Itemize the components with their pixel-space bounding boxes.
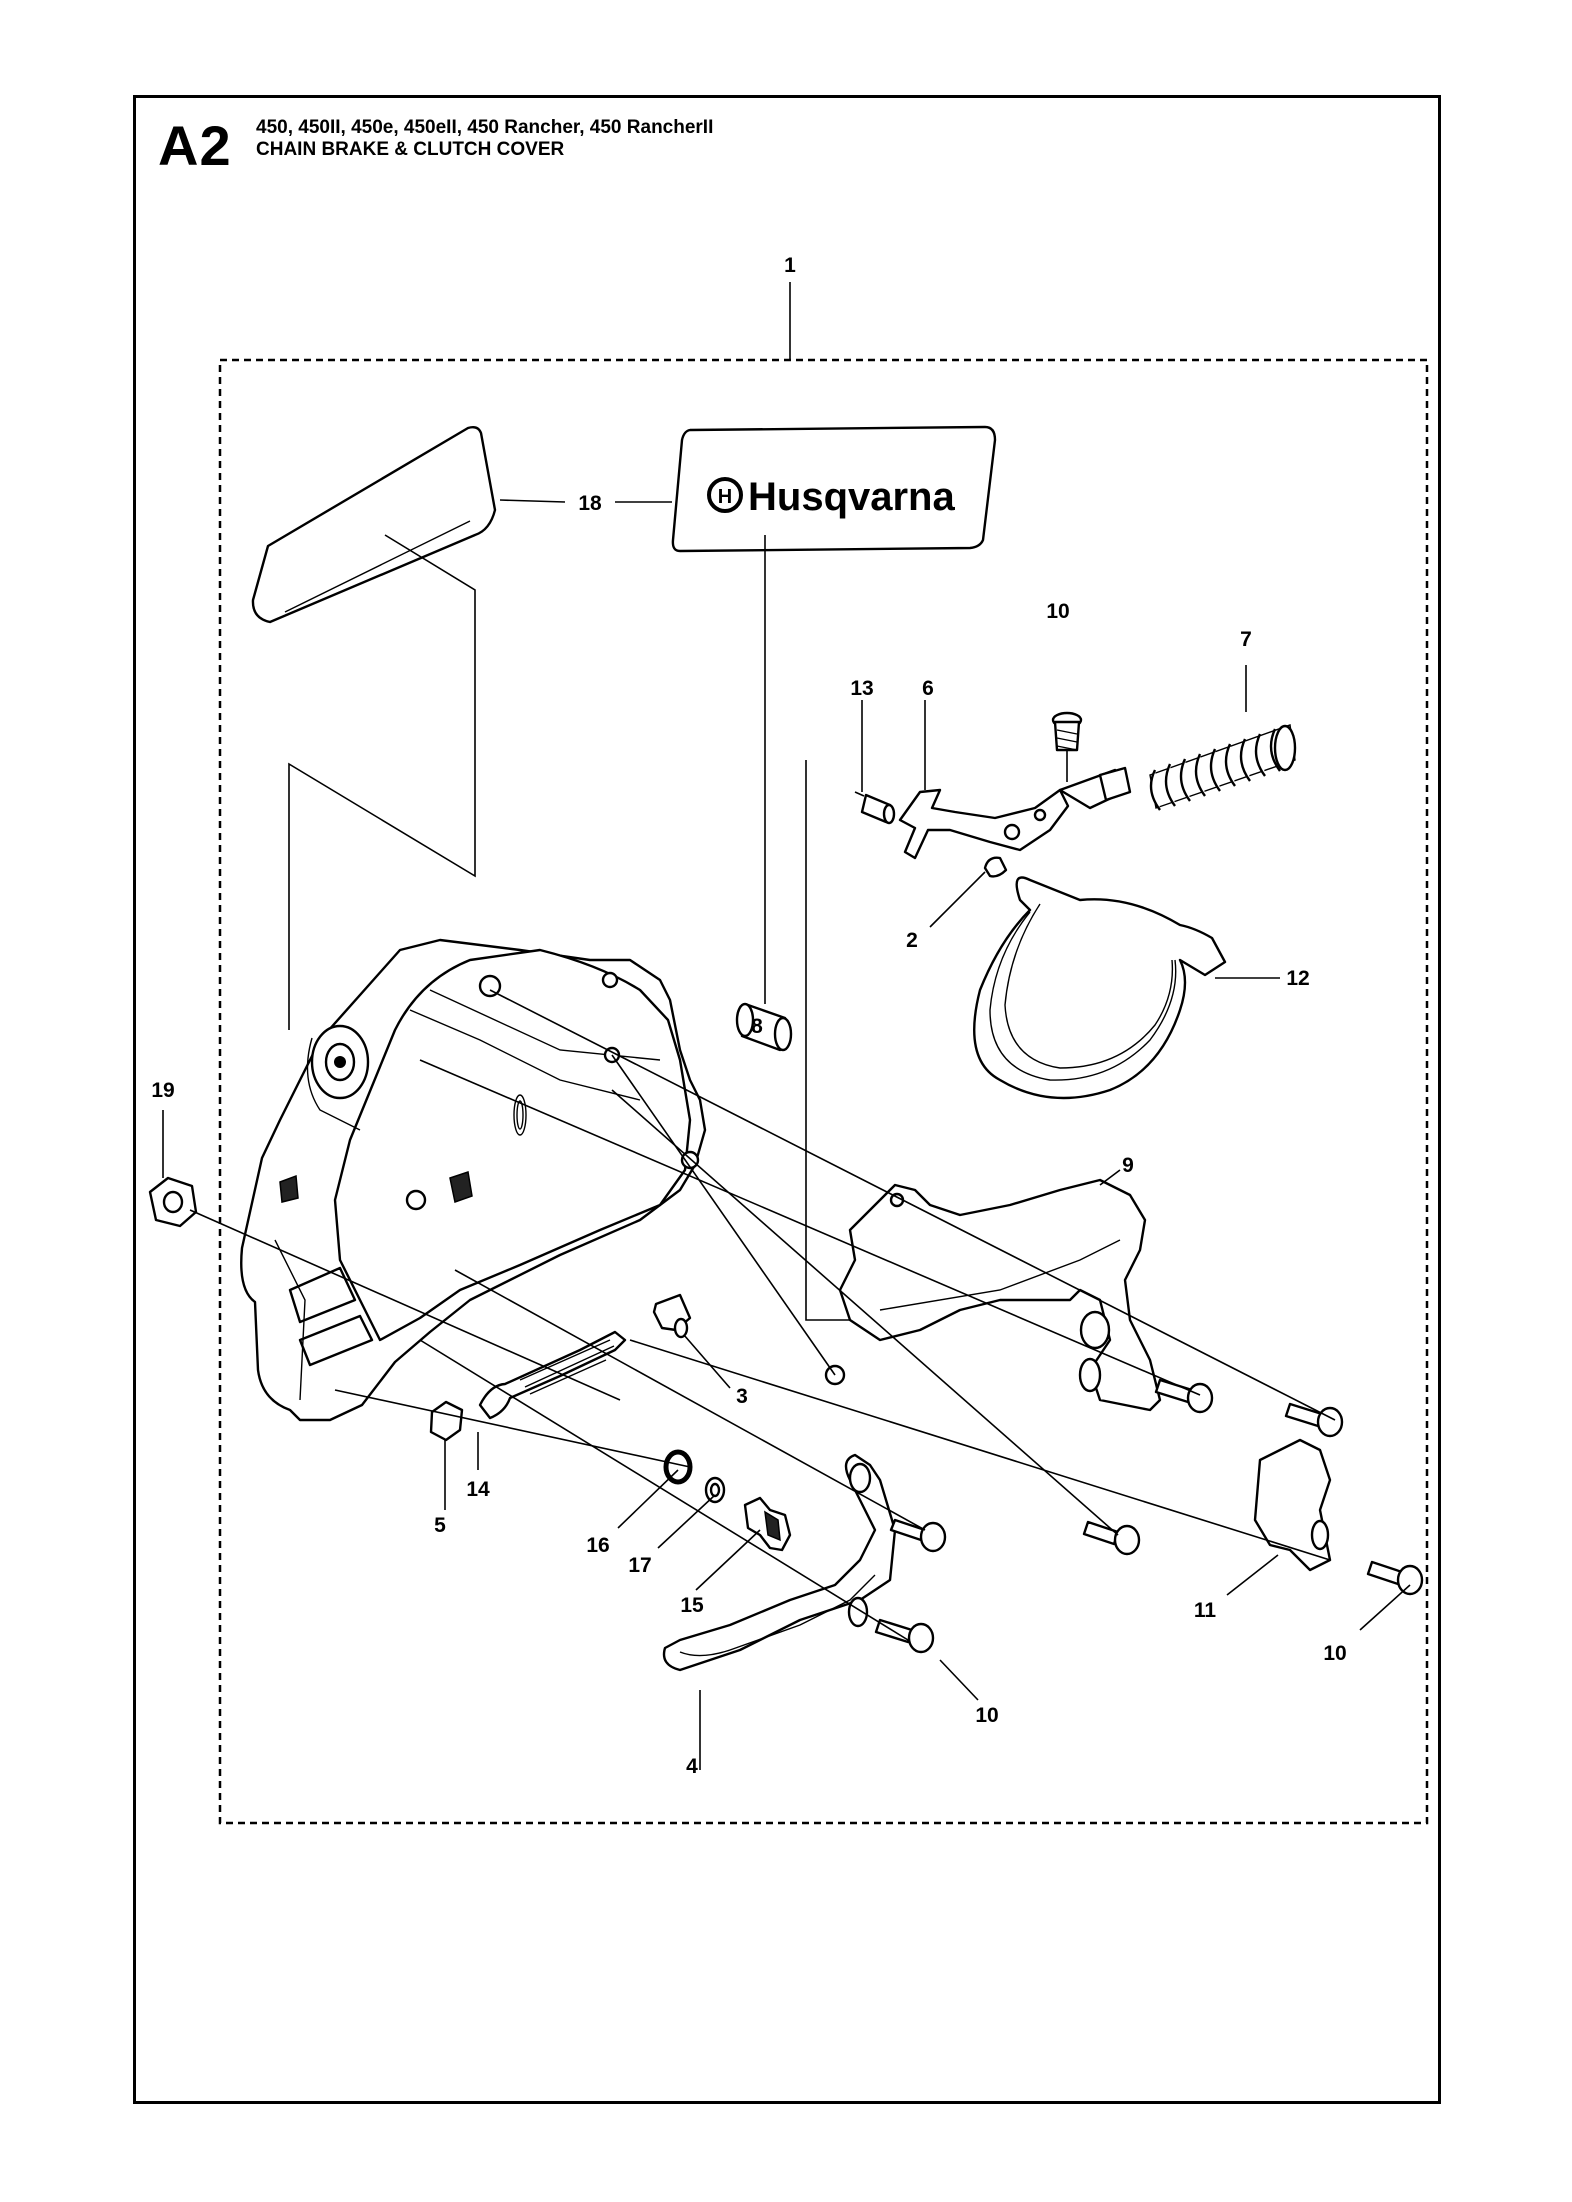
leader-lines bbox=[477, 665, 1411, 1701]
callout-11: 11 bbox=[1194, 1599, 1217, 1622]
callout-18: 18 bbox=[578, 492, 602, 515]
callout-3: 3 bbox=[736, 1385, 748, 1408]
screw-10-e bbox=[1284, 1402, 1344, 1438]
callout-numbers: 1 18 10 7 13 6 2 12 8 19 9 3 14 5 16 17 … bbox=[151, 254, 1346, 1778]
decal-plain bbox=[251, 425, 497, 624]
drawing-frame bbox=[133, 95, 1441, 2104]
callout-4: 4 bbox=[686, 1755, 698, 1778]
part-12-brake-band bbox=[973, 876, 1227, 1100]
assembly-boundary bbox=[218, 358, 1429, 1825]
callout-13: 13 bbox=[850, 677, 873, 700]
callout-9: 9 bbox=[1122, 1154, 1134, 1177]
part-6-brake-lever bbox=[898, 788, 1070, 860]
callout-17: 17 bbox=[628, 1554, 651, 1577]
callout-10-top: 10 bbox=[1046, 600, 1069, 623]
callout-2: 2 bbox=[906, 929, 918, 952]
screw-10-f bbox=[1366, 1560, 1424, 1596]
part-8-bushing bbox=[735, 1002, 793, 1052]
part-10-screw-top bbox=[1051, 711, 1083, 782]
callout-10-right: 10 bbox=[1323, 1642, 1346, 1665]
screw-10-a bbox=[889, 1518, 947, 1553]
callout-15: 15 bbox=[680, 1594, 704, 1617]
part-latch-rod bbox=[1058, 766, 1132, 810]
callout-16: 16 bbox=[586, 1534, 609, 1557]
callout-1: 1 bbox=[784, 254, 796, 277]
screw-10-d bbox=[1154, 1378, 1214, 1414]
part-13-pin bbox=[854, 791, 896, 825]
model-list: 450, 450II, 450e, 450eII, 450 Rancher, 4… bbox=[256, 117, 714, 138]
callout-14: 14 bbox=[466, 1478, 490, 1501]
projection-lines-decal bbox=[288, 534, 476, 1030]
part-19-nut bbox=[148, 1110, 198, 1228]
part-3-adjuster bbox=[652, 1293, 731, 1389]
clutch-cover bbox=[240, 938, 707, 1422]
part-7-spring bbox=[1149, 724, 1297, 811]
callout-19: 19 bbox=[151, 1079, 174, 1102]
callout-12: 12 bbox=[1286, 967, 1309, 990]
callout-7: 7 bbox=[1240, 628, 1252, 651]
screw-10-c bbox=[1082, 1520, 1141, 1556]
leader-18a bbox=[499, 499, 566, 503]
svg-text:H: H bbox=[718, 486, 732, 508]
diagram-title: CHAIN BRAKE & CLUTCH COVER bbox=[256, 139, 565, 160]
callout-5: 5 bbox=[434, 1514, 446, 1537]
callout-10-bottom: 10 bbox=[975, 1704, 998, 1727]
projection-lines bbox=[189, 989, 1336, 1641]
part-11-guide bbox=[1253, 1438, 1332, 1572]
part-9-inner-cover bbox=[824, 1178, 1162, 1412]
part-15-gear bbox=[743, 1496, 792, 1552]
part-5-nut bbox=[429, 1400, 464, 1510]
part-17-washer bbox=[704, 1476, 726, 1504]
part-2-circlip bbox=[983, 856, 1008, 878]
part-4-handle bbox=[662, 1453, 897, 1770]
decal-husqvarna: H Husqvarna bbox=[671, 425, 997, 553]
decal-brand-text: Husqvarna bbox=[748, 475, 955, 519]
callout-6: 6 bbox=[922, 677, 934, 700]
callout-8: 8 bbox=[751, 1015, 763, 1038]
husqvarna-logo-icon bbox=[707, 477, 743, 513]
part-14-bar-tensioner bbox=[478, 1330, 627, 1420]
sheet-code: A2 bbox=[158, 114, 232, 177]
